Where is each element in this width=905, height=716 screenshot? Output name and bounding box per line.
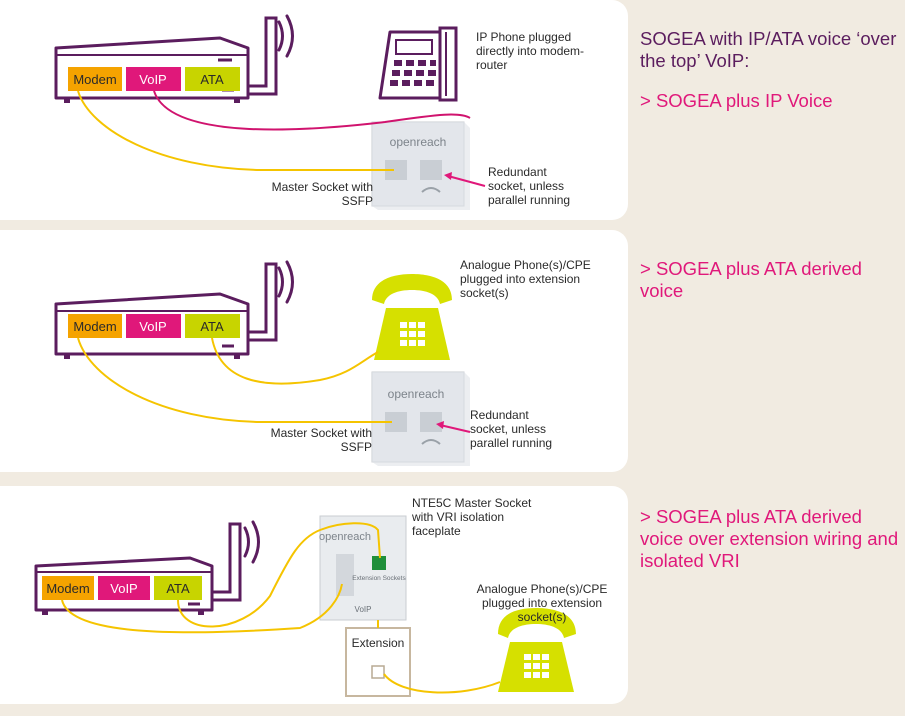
ata-port xyxy=(154,576,202,600)
phone-cable xyxy=(383,673,501,694)
caption-ata-extension-text: > SOGEA plus ATA derived voice over exte… xyxy=(640,506,899,571)
extension-sockets-marking: Extension Sockets xyxy=(352,575,406,582)
caption-ata-voice-text: > SOGEA plus ATA derived voice xyxy=(640,258,862,301)
analogue-phone-label: Analogue Phone(s)/CPE plugged into exten… xyxy=(476,582,608,624)
redundant-socket-label: Redundant socket, unless parallel runnin… xyxy=(470,408,553,450)
caption-heading-text: SOGEA with IP/ATA voice ‘over the top’ V… xyxy=(640,28,897,71)
extension-box-label: Extension xyxy=(351,636,405,650)
diagram-panel-ata-extension: Modem VoIP ATA openreach Extension Socke… xyxy=(0,486,628,704)
caption-ip-voice-text: > SOGEA plus IP Voice xyxy=(640,90,833,111)
modem-port-label: Modem xyxy=(46,581,89,596)
caption-ata-voice: > SOGEA plus ATA derived voice xyxy=(640,258,902,302)
analogue-phone-label: Analogue Phone(s)/CPE plugged into exten… xyxy=(460,258,591,300)
caption-ip-voice: > SOGEA plus IP Voice xyxy=(640,90,902,112)
openreach-logo: openreach xyxy=(390,135,447,149)
modem-cable xyxy=(77,90,394,171)
master-socket xyxy=(371,121,470,210)
ata-port-label: ATA xyxy=(200,72,224,87)
voip-port xyxy=(126,67,181,91)
ata-port-label: ATA xyxy=(200,319,224,334)
ata-cable xyxy=(177,522,381,628)
modem-cable xyxy=(61,583,343,634)
ip-phone-label: IP Phone plugged directly into modem-rou… xyxy=(476,30,585,72)
wifi-signal-icon xyxy=(277,260,294,304)
master-socket-label: Master Socket with SSFP xyxy=(270,426,372,454)
vri-indicator xyxy=(372,556,386,570)
master-socket xyxy=(371,371,470,466)
antenna xyxy=(212,522,242,602)
diagram-ata-voice: Modem VoIP ATA openreach xyxy=(54,260,471,466)
antenna xyxy=(248,16,278,96)
ata-port-label: ATA xyxy=(166,581,190,596)
openreach-logo: openreach xyxy=(319,531,371,543)
voip-port-label: VoIP xyxy=(110,581,137,596)
voip-marking: VoIP xyxy=(355,605,372,614)
caption-ata-extension: > SOGEA plus ATA derived voice over exte… xyxy=(640,506,902,572)
diagram-panel-ata-voice: Modem VoIP ATA openreach Analo xyxy=(0,230,628,472)
extension-socket-icon xyxy=(371,665,385,679)
diagram-ata-extension: Modem VoIP ATA openreach Extension Socke… xyxy=(34,515,576,697)
master-socket-label: Master Socket with SSFP xyxy=(271,180,373,208)
nte5c-label: NTE5C Master Socket with VRI isolation f… xyxy=(412,496,532,538)
voip-port-label: VoIP xyxy=(139,319,166,334)
redundant-socket-label: Redundant socket, unless parallel runnin… xyxy=(488,165,571,207)
wifi-signal-icon xyxy=(277,14,294,58)
redundant-pointer xyxy=(447,175,486,187)
modem-port xyxy=(68,67,122,91)
modem-cable xyxy=(77,337,392,423)
voip-cable xyxy=(153,90,471,131)
modem-port xyxy=(68,314,122,338)
voip-port-label: VoIP xyxy=(139,72,166,87)
modem-port-label: Modem xyxy=(73,319,116,334)
voip-port xyxy=(98,576,150,600)
openreach-logo: openreach xyxy=(388,387,445,401)
ata-port xyxy=(185,67,240,91)
diagram-panel-ip-voice: Modem VoIP ATA openreach xyxy=(0,0,628,220)
wifi-signal-icon xyxy=(243,520,260,564)
caption-heading: SOGEA with IP/ATA voice ‘over the top’ V… xyxy=(640,28,902,72)
modem-port xyxy=(42,576,94,600)
ata-cable xyxy=(211,337,379,385)
diagram-ip-voice: Modem VoIP ATA openreach xyxy=(54,14,486,210)
ip-phone-icon xyxy=(378,26,458,102)
modem-port-label: Modem xyxy=(73,72,116,87)
antenna xyxy=(248,262,278,342)
ata-port xyxy=(185,314,240,338)
redundant-pointer xyxy=(439,424,471,433)
voip-port xyxy=(126,314,181,338)
analogue-phone-icon xyxy=(498,608,576,692)
analogue-phone-icon xyxy=(372,274,452,360)
